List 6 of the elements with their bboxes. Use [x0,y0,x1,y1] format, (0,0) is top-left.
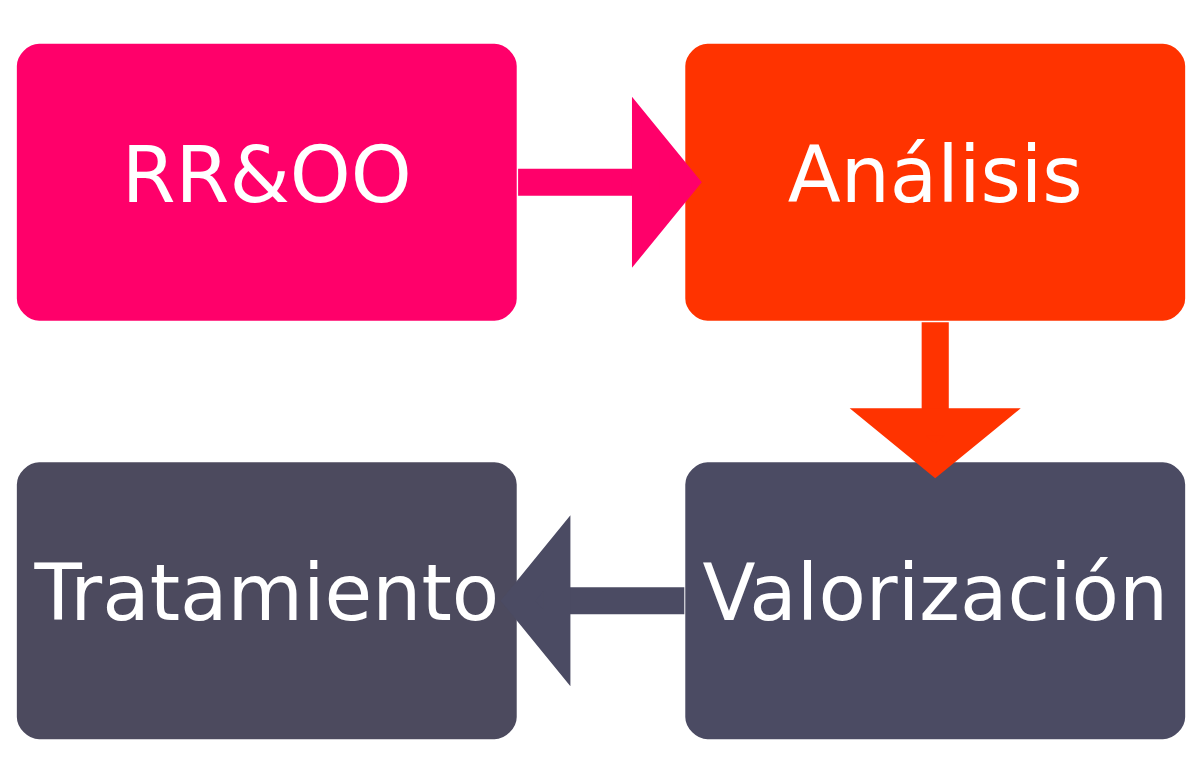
node-box: RR&OO [14,41,519,323]
node-box: Valorización [683,459,1188,741]
arrow [518,96,702,268]
arrow [849,321,1021,478]
node-box: Tratamiento [14,459,519,741]
node-box: Análisis [683,41,1188,323]
